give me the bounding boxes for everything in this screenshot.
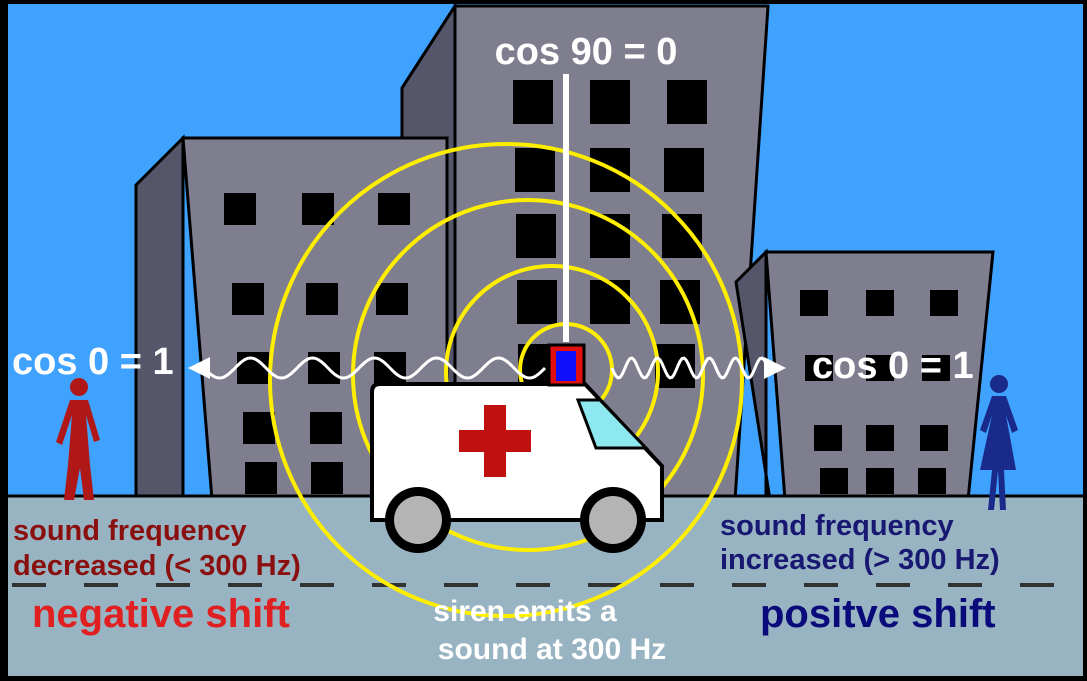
- window: [667, 80, 707, 124]
- right-description-line1: sound frequency: [720, 510, 954, 542]
- road-dash: [12, 583, 46, 587]
- left-description-line1: sound frequency: [13, 515, 247, 547]
- window: [930, 290, 958, 316]
- siren-description-line1: siren emits a: [433, 595, 617, 628]
- negative-shift-label: negative shift: [32, 592, 290, 636]
- road-dash: [660, 583, 694, 587]
- right-cos-label: cos 0 = 1: [812, 345, 974, 387]
- road-dash: [84, 583, 118, 587]
- road-dash: [228, 583, 262, 587]
- window: [814, 425, 842, 451]
- window: [918, 468, 946, 494]
- road-dash: [300, 583, 334, 587]
- window: [376, 283, 408, 315]
- window: [378, 193, 410, 225]
- siren-description-line2: sound at 300 Hz: [438, 633, 666, 666]
- road-dash: [732, 583, 766, 587]
- window: [820, 468, 848, 494]
- windshield: [575, 398, 650, 450]
- rear-wheel-icon: [385, 487, 451, 553]
- window: [515, 148, 555, 192]
- window: [664, 148, 704, 192]
- window: [232, 283, 264, 315]
- road-dash: [156, 583, 190, 587]
- road-dash: [1020, 583, 1054, 587]
- window: [306, 283, 338, 315]
- window: [590, 280, 630, 324]
- right-arrowhead-icon: [764, 357, 786, 379]
- road-lane-dashes: [12, 583, 1054, 587]
- red-cross-icon: [459, 405, 531, 477]
- window: [516, 214, 556, 258]
- left-wave-arrow: [188, 356, 547, 380]
- left-observer-man: [56, 378, 100, 500]
- window: [302, 193, 334, 225]
- ambulance: [370, 343, 664, 553]
- window: [805, 355, 833, 381]
- road-dash: [444, 583, 478, 587]
- window: [517, 280, 557, 324]
- right-description-line2: increased (> 300 Hz): [720, 544, 1000, 576]
- road-dash: [804, 583, 838, 587]
- right-wave-arrow: [610, 356, 786, 380]
- window: [311, 462, 343, 494]
- left-arrowhead-icon: [188, 357, 210, 379]
- window: [800, 290, 828, 316]
- road-dash: [588, 583, 622, 587]
- window: [590, 80, 630, 124]
- left-description-line2: decreased (< 300 Hz): [13, 550, 301, 582]
- siren-light-blue: [556, 351, 576, 381]
- window: [513, 80, 553, 124]
- road-dash: [948, 583, 982, 587]
- window: [920, 425, 948, 451]
- window: [922, 355, 950, 381]
- window: [866, 468, 894, 494]
- window: [866, 355, 894, 381]
- window: [866, 290, 894, 316]
- wave-ring: [268, 142, 744, 618]
- window: [866, 425, 894, 451]
- window: [245, 462, 277, 494]
- window: [310, 412, 342, 444]
- positive-shift-label: positve shift: [760, 592, 996, 636]
- window: [224, 193, 256, 225]
- window: [243, 412, 275, 444]
- road-dash: [876, 583, 910, 587]
- right-observer-woman: [980, 375, 1018, 510]
- front-wheel-icon: [580, 487, 646, 553]
- left-cos-label: cos 0 = 1: [12, 341, 174, 383]
- top-cos-label: cos 90 = 0: [495, 31, 678, 73]
- road-dash: [516, 583, 550, 587]
